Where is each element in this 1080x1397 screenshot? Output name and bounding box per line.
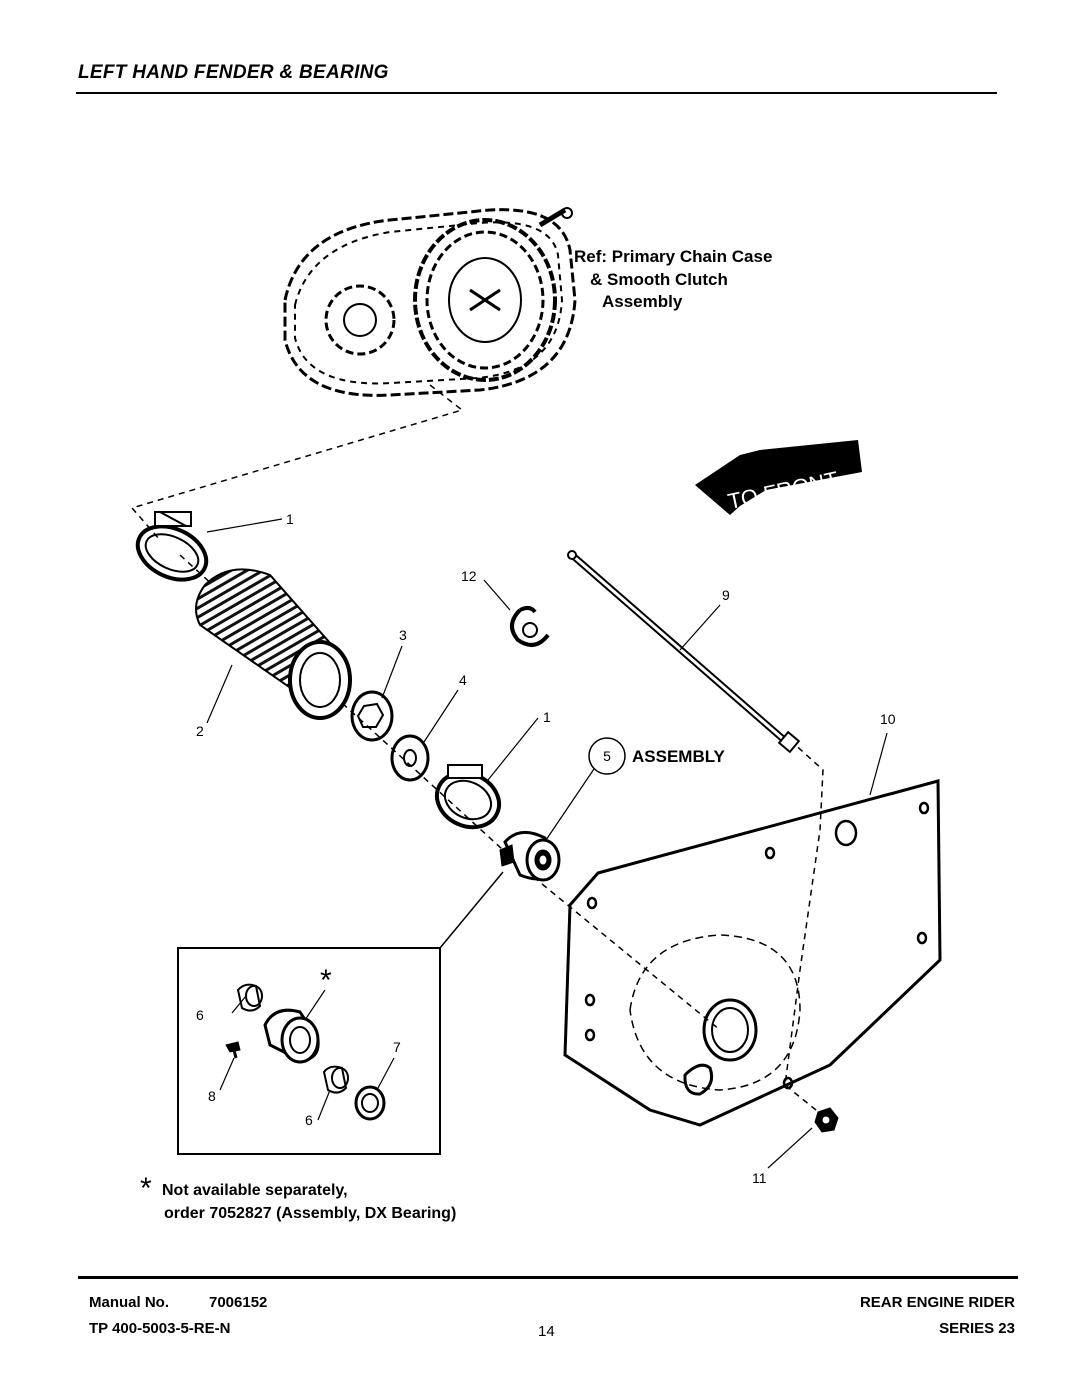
nut	[814, 1107, 839, 1133]
reference-line-2: & Smooth Clutch	[590, 270, 728, 289]
asterisk-mark: *	[320, 964, 332, 997]
reference-line-3: Assembly	[602, 292, 683, 311]
part-label-6-bottom: 6	[305, 1112, 313, 1128]
hex-washer	[350, 690, 394, 742]
part-labels: 1 2 3 4 1 12 9 10 11 6 7 8 6 *	[196, 511, 896, 1186]
rubber-boot	[195, 568, 352, 720]
footnote-line-2: order 7052827 (Assembly, DX Bearing)	[164, 1205, 456, 1222]
hose-clamp-upper	[135, 511, 209, 582]
tp-number: TP 400-5003-5-RE-N	[89, 1320, 231, 1337]
header-rule	[76, 92, 997, 94]
assembly-label: ASSEMBLY	[632, 747, 726, 766]
bearing-housing	[263, 1008, 320, 1064]
seal-washer	[354, 1085, 386, 1121]
rod	[567, 550, 801, 754]
part-label-1-lower: 1	[543, 709, 551, 725]
product-name: REAR ENGINE RIDER	[859, 1294, 1015, 1311]
hose-clamp-lower	[434, 764, 502, 830]
footnote: * Not available separately, order 705282…	[140, 1172, 456, 1222]
bushing-bottom	[322, 1065, 349, 1094]
assembly-callout: 5 ASSEMBLY	[588, 737, 726, 775]
part-label-9: 9	[722, 587, 730, 603]
part-label-11: 11	[752, 1170, 767, 1186]
flat-washer	[390, 734, 430, 782]
bearing-assembly	[499, 830, 561, 882]
set-screw	[225, 1041, 241, 1059]
page-title: LEFT HAND FENDER & BEARING	[78, 62, 389, 83]
bearing-detail-inset	[177, 871, 504, 1155]
footnote-asterisk: *	[140, 1172, 152, 1205]
assembly-number: 5	[603, 748, 611, 764]
manual-label: Manual No.	[89, 1294, 170, 1311]
part-label-1: 1	[286, 511, 294, 527]
part-label-10: 10	[880, 711, 896, 727]
part-label-3: 3	[399, 627, 407, 643]
page-number: 14	[538, 1323, 555, 1340]
part-label-6-top: 6	[196, 1007, 204, 1023]
footer-rule	[78, 1276, 1018, 1279]
to-front-arrow: TO FRONT	[695, 440, 862, 515]
part-label-8: 8	[208, 1088, 216, 1104]
part-label-4: 4	[459, 672, 467, 688]
fender-plate	[563, 779, 942, 1127]
leader-lines	[206, 518, 888, 1169]
chain-case-illustration	[283, 207, 577, 397]
retaining-ring	[510, 605, 550, 647]
bushing-top	[236, 983, 263, 1012]
series-name: SERIES 23	[939, 1320, 1015, 1337]
part-label-2: 2	[196, 723, 204, 739]
part-label-7: 7	[393, 1039, 401, 1055]
part-label-12: 12	[461, 568, 477, 584]
reference-line-1: Ref: Primary Chain Case	[574, 247, 772, 266]
manual-number: 7006152	[209, 1294, 268, 1311]
footnote-line-1: Not available separately,	[162, 1182, 348, 1199]
reference-note: Ref: Primary Chain Case & Smooth Clutch …	[574, 247, 772, 311]
